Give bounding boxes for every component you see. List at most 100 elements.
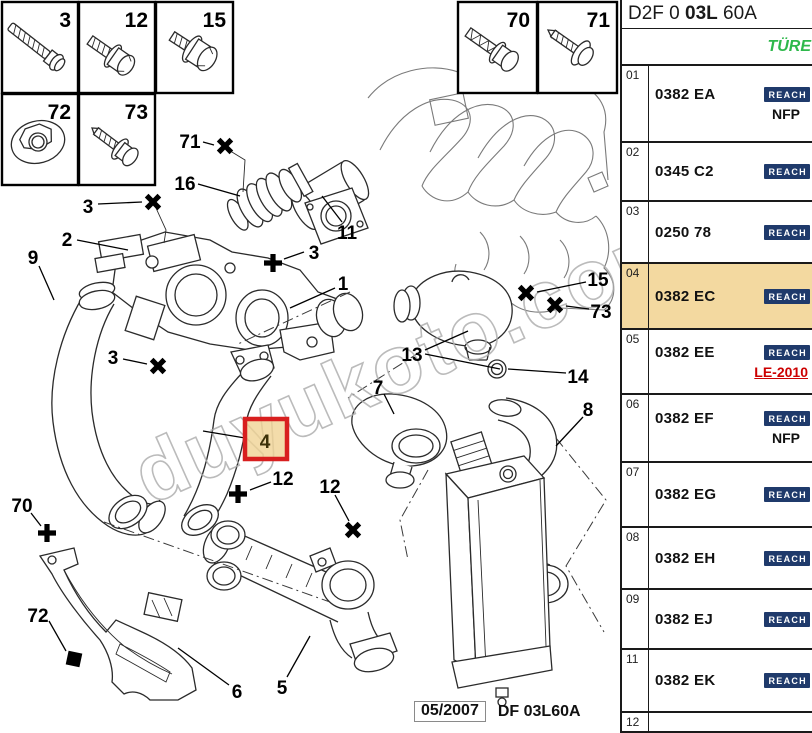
catalog-code: D2F 0 03L 60A [622,0,812,29]
stamp-ref: DF 03L60A [497,702,581,720]
stamp-date: 05/2007 [414,701,486,722]
callout-label-12: 12 [319,477,340,498]
callout-leader [48,620,67,652]
row-number: 06 [622,395,649,461]
callout-label-4: 4 [260,432,271,453]
hose-4 [181,344,275,536]
callout-label-13: 13 [401,345,422,366]
fastener-inset-boxes: 3 12 15 72 73 70 71 [0,0,619,187]
parts-row-03[interactable]: 03 0250 78 REACH [622,202,812,264]
screw-71-icon [546,29,594,66]
parts-row-12[interactable]: 12 [622,713,812,733]
reach-badge[interactable]: REACH [764,344,810,360]
callout-leader [507,368,567,374]
reach-badge[interactable]: REACH [764,86,810,102]
reach-badge[interactable]: REACH [764,411,810,426]
part-code: 0250 78 [655,223,712,241]
air-bellows-hose [226,162,314,231]
reach-badge[interactable]: REACH [764,487,810,502]
intake-manifold [367,61,615,313]
callout-label-9: 9 [28,248,39,269]
row-number: 02 [622,143,649,200]
part-code: 0382 EF [655,410,714,427]
callout-leader [122,358,148,365]
callout-leader [30,512,42,527]
callout-label-3: 3 [83,197,94,218]
callout-leader [334,494,350,522]
outlet-elbow [351,393,448,489]
bolt-12-icon [86,34,136,76]
row-content: 0250 78 REACH [649,202,812,262]
parts-row-06[interactable]: 06 0382 EF REACH NFP [622,395,812,463]
square-marker [65,650,83,668]
callout-label-3: 3 [309,243,320,264]
callout-label-12: 12 [272,469,293,490]
screw-70-icon [464,26,519,72]
callout-leader [289,287,336,309]
substitution-link[interactable]: LE-2010 [754,363,808,380]
inset-box-label: 73 [125,101,148,124]
callout-label-8: 8 [583,400,594,421]
screw-3-icon [7,22,66,72]
callout-leader [321,195,343,223]
intercooler [444,431,553,707]
row-number: 03 [622,202,649,262]
bracket-6 [38,547,197,701]
x-marker [144,193,162,211]
row-number: 04 [622,264,649,328]
screw-73-icon [91,126,139,167]
row-number: 09 [622,590,649,648]
reach-badge[interactable]: REACH [764,673,810,688]
row-number: 05 [622,330,649,393]
part-code: 0382 EA [655,85,716,103]
inset-box-label: 72 [48,101,71,124]
callout-leader [565,305,590,310]
row-number: 07 [622,463,649,526]
callout-leader [283,251,305,260]
availability-note: NFP [772,430,800,446]
row-content [649,713,812,731]
x-marker [546,296,564,314]
callout-label-14: 14 [567,367,589,388]
x-marker [517,284,535,302]
callout-leader [197,183,241,197]
row-number: 01 [622,66,649,141]
reach-badge[interactable]: REACH [764,611,810,627]
callout-leader [249,481,272,491]
plus-marker [229,485,247,503]
callout-label-73: 73 [590,302,611,323]
callout-label-15: 15 [587,270,609,291]
row-number: 12 [622,713,649,731]
x-marker [216,137,234,155]
callout-leader [536,281,587,293]
parts-diagram: 3 12 15 72 73 70 71 duyukoto.com 7116329… [0,0,620,707]
callout-leader [97,201,143,205]
reach-badge[interactable]: REACH [764,550,810,566]
callout-label-70: 70 [11,496,32,517]
inset-box-label: 3 [59,9,71,32]
nut-72-icon [10,119,66,165]
inset-box-label: 12 [125,9,148,32]
callout-label-72: 72 [27,606,48,627]
reach-badge[interactable]: REACH [764,164,810,179]
row-number: 11 [622,650,649,711]
callout-label-6: 6 [232,682,243,703]
callout-label-3: 3 [108,348,119,369]
reach-badge[interactable]: REACH [764,288,810,304]
callout-label-11: 11 [337,223,358,244]
bolt-15-icon [168,30,218,72]
reach-badge[interactable]: REACH [764,224,810,240]
callout-leader [202,430,246,439]
